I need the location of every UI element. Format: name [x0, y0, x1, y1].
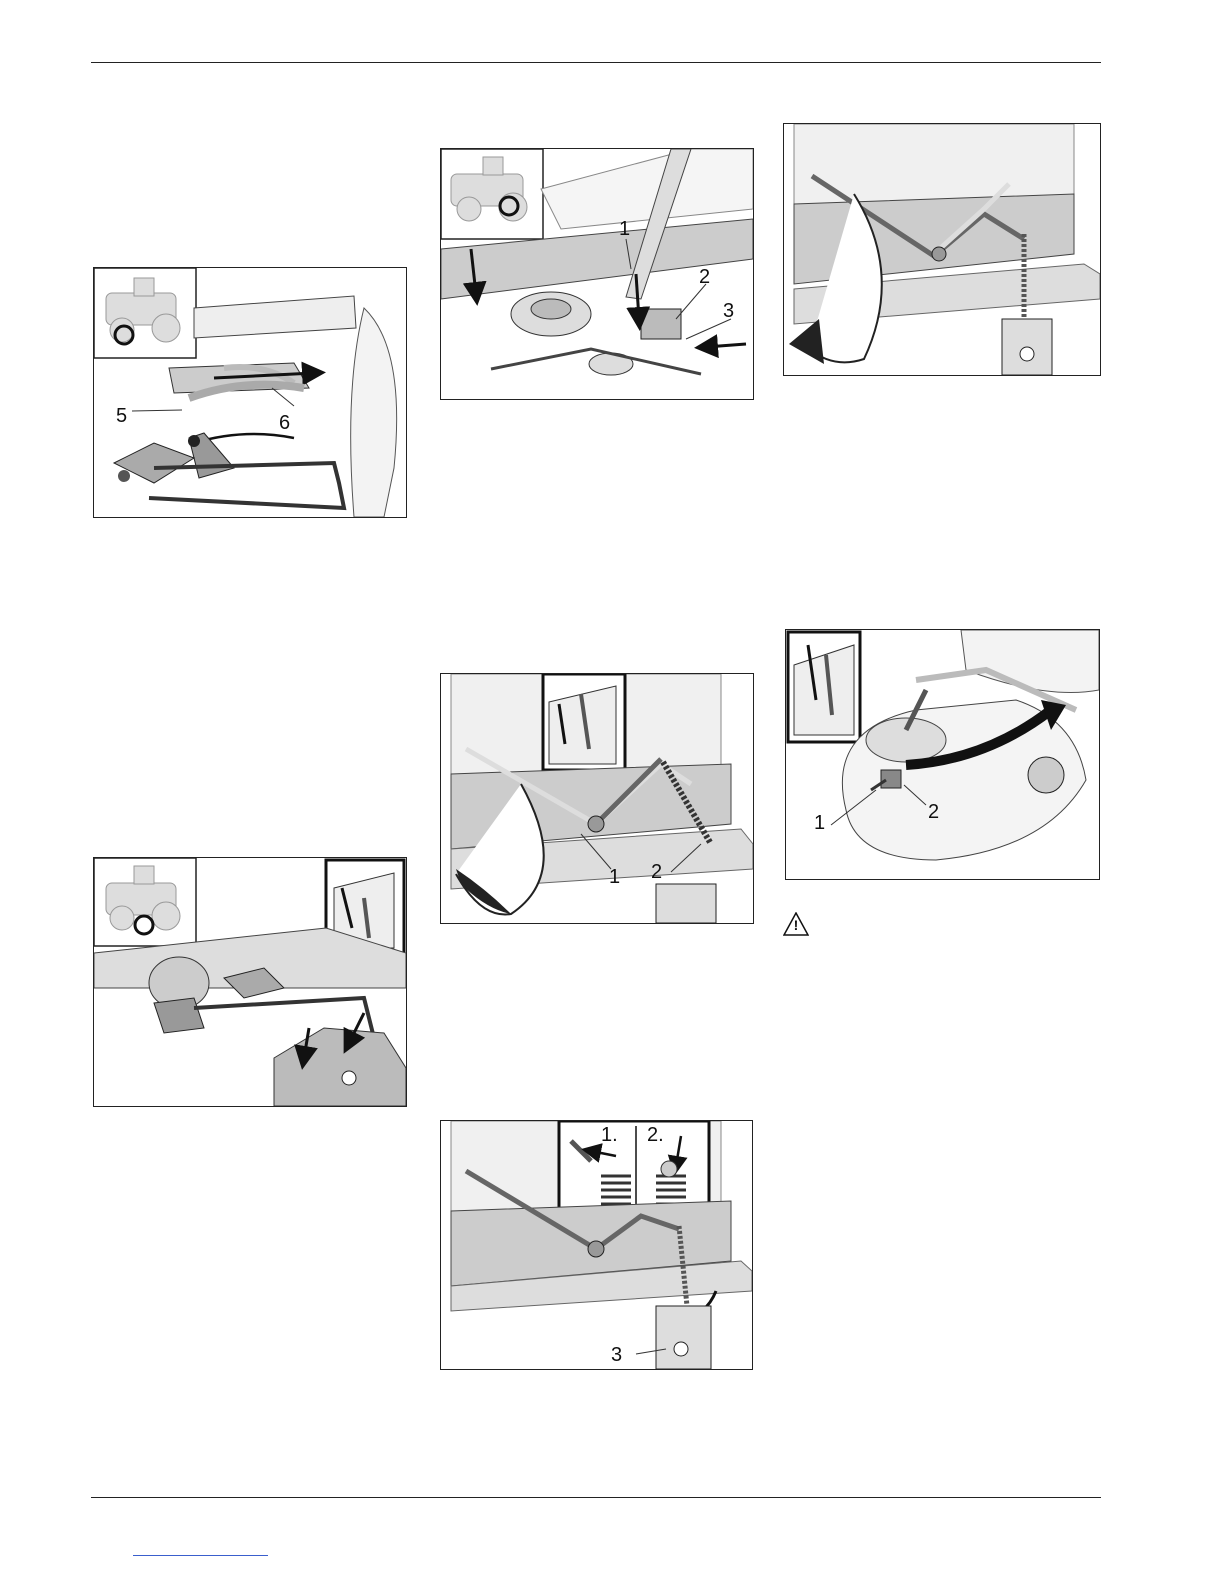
- figure-hitch-lower: [93, 857, 407, 1107]
- header-rule: [91, 62, 1101, 63]
- warning-triangle-icon: !: [783, 912, 809, 936]
- figure-deck-spring-lever: 1 2 3: [440, 148, 754, 400]
- callout-3: 3: [723, 301, 734, 321]
- callout-3: 3: [611, 1345, 622, 1365]
- figure-lever-swing-up: [783, 123, 1101, 376]
- callout-2: 2: [699, 267, 710, 287]
- callout-1: 1: [814, 813, 825, 833]
- callout-6: 6: [279, 413, 290, 433]
- illustration: [441, 1121, 752, 1369]
- warning-symbol: !: [783, 917, 809, 933]
- callout-2: 2: [651, 862, 662, 882]
- figure-spring-pin-attach: 1. 2. 3: [440, 1120, 753, 1370]
- illustration: [786, 630, 1099, 879]
- callout-1: 1: [619, 219, 630, 239]
- figure-lever-rotate-spring: 1 2: [440, 673, 754, 924]
- callout-2: 2: [928, 802, 939, 822]
- illustration: [441, 674, 753, 923]
- figure-deck-lift-rod: 1 2: [785, 629, 1100, 880]
- callout-step-1: 1.: [601, 1125, 618, 1145]
- footer-link-underline[interactable]: [133, 1555, 268, 1556]
- illustration: [784, 124, 1100, 375]
- callout-step-2: 2.: [647, 1125, 664, 1145]
- illustration: [94, 268, 406, 517]
- figure-tractor-hitch-attach: 5 6: [93, 267, 407, 518]
- illustration: [94, 858, 406, 1106]
- callout-1: 1: [609, 867, 620, 887]
- callout-5: 5: [116, 406, 127, 426]
- footer-rule: [91, 1497, 1101, 1498]
